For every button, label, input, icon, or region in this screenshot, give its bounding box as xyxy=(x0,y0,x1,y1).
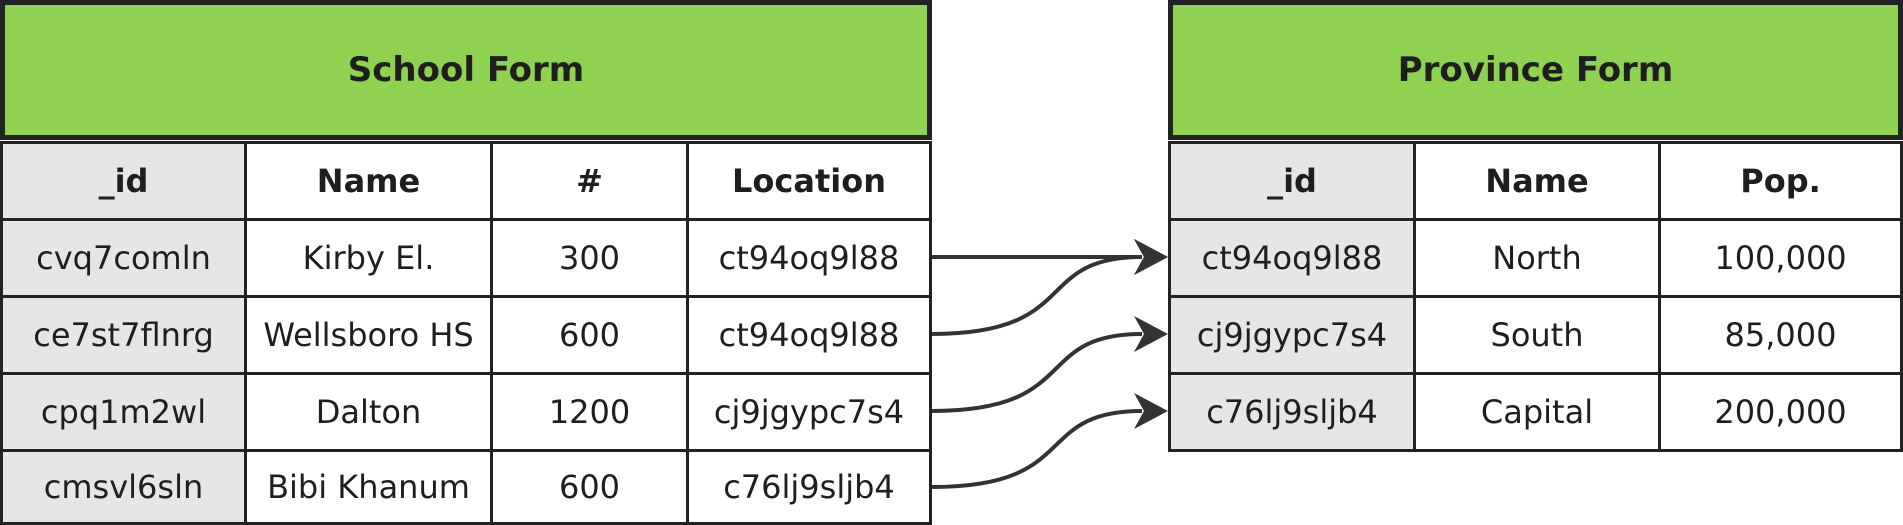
school-form-title: School Form xyxy=(0,0,932,140)
relation-arrow-head-3 xyxy=(1134,316,1168,352)
province-row-2-pop: 85,000 xyxy=(1658,295,1903,375)
school-row-3-count: 1200 xyxy=(490,372,689,452)
school-header-name: Name xyxy=(244,141,493,221)
school-row-1-location: ct94oq9l88 xyxy=(686,218,932,298)
relation-arrow-line-3 xyxy=(931,332,1143,413)
province-row-2-id: cj9jgypc7s4 xyxy=(1168,295,1416,375)
province-row-1-id: ct94oq9l88 xyxy=(1168,218,1416,298)
province-row-3-id: c76lj9sljb4 xyxy=(1168,372,1416,452)
school-header-count: # xyxy=(490,141,689,221)
province-header-name: Name xyxy=(1413,141,1661,221)
relation-arrow-line-4 xyxy=(931,409,1143,489)
school-row-3-id: cpq1m2wl xyxy=(0,372,247,452)
province-row-3-name: Capital xyxy=(1413,372,1661,452)
province-form-title: Province Form xyxy=(1168,0,1903,140)
province-row-2-name: South xyxy=(1413,295,1661,375)
school-row-4-name: Bibi Khanum xyxy=(244,449,493,525)
school-row-1-id: cvq7comln xyxy=(0,218,247,298)
school-header-location: Location xyxy=(686,141,932,221)
school-row-4-count: 600 xyxy=(490,449,689,525)
relation-arrow-head-2 xyxy=(1134,239,1168,275)
school-row-2-id: ce7st7flnrg xyxy=(0,295,247,375)
province-row-3-pop: 200,000 xyxy=(1658,372,1903,452)
relation-arrow-head-4 xyxy=(1134,393,1168,429)
province-form-table: Province Form _id Name Pop. ct94oq9l88 N… xyxy=(1168,0,1903,452)
school-row-4-location: c76lj9sljb4 xyxy=(686,449,932,525)
school-row-3-name: Dalton xyxy=(244,372,493,452)
province-row-1-name: North xyxy=(1413,218,1661,298)
school-row-1-count: 300 xyxy=(490,218,689,298)
school-row-4-id: cmsvl6sln xyxy=(0,449,247,525)
school-row-3-location: cj9jgypc7s4 xyxy=(686,372,932,452)
school-row-1-name: Kirby El. xyxy=(244,218,493,298)
school-form-table: School Form _id Name # Location cvq7coml… xyxy=(0,0,932,525)
relation-arrow-line-2 xyxy=(931,255,1143,336)
province-row-1-pop: 100,000 xyxy=(1658,218,1903,298)
